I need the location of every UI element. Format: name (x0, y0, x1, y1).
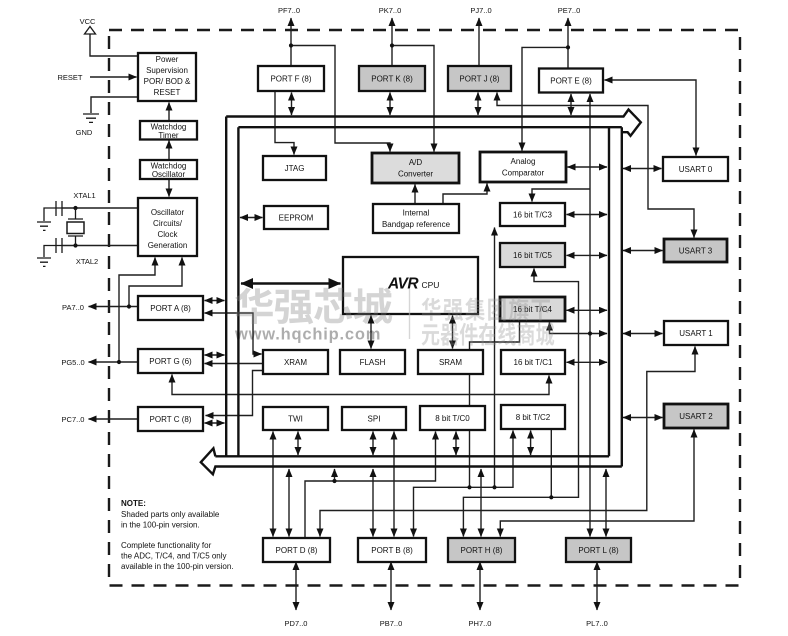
svg-text:16 bit T/C5: 16 bit T/C5 (513, 251, 553, 260)
svg-text:Comparator: Comparator (502, 169, 545, 178)
svg-text:XTAL1: XTAL1 (73, 191, 95, 200)
svg-text:Bandgap reference: Bandgap reference (382, 220, 451, 229)
svg-text:PORT E (8): PORT E (8) (550, 77, 592, 86)
svg-text:PE7..0: PE7..0 (558, 6, 581, 15)
svg-text:USART 0: USART 0 (679, 165, 713, 174)
svg-text:PORT F (8): PORT F (8) (270, 75, 311, 84)
svg-text:the ADC, T/C4, and T/C5 only: the ADC, T/C4, and T/C5 only (121, 552, 227, 561)
svg-text:USART 2: USART 2 (679, 412, 713, 421)
svg-text:PORT K (8): PORT K (8) (371, 75, 413, 84)
svg-text:EEPROM: EEPROM (279, 214, 314, 223)
svg-text:Watchdog: Watchdog (151, 123, 187, 132)
svg-text:16 bit T/C3: 16 bit T/C3 (513, 211, 553, 220)
svg-text:PF7..0: PF7..0 (278, 6, 300, 15)
svg-text:Power: Power (156, 55, 179, 64)
svg-text:PORT L (8): PORT L (8) (578, 546, 619, 555)
svg-text:RESET: RESET (57, 73, 82, 82)
svg-text:PJ7..0: PJ7..0 (470, 6, 491, 15)
svg-text:FLASH: FLASH (360, 358, 386, 367)
svg-text:Analog: Analog (511, 157, 536, 166)
svg-text:PG5..0: PG5..0 (61, 358, 84, 367)
svg-text:PORT D (8): PORT D (8) (276, 546, 318, 555)
svg-text:USART 3: USART 3 (679, 247, 713, 256)
svg-text:Complete functionality for: Complete functionality for (121, 541, 212, 550)
svg-text:RESET: RESET (154, 88, 181, 97)
svg-text:NOTE:: NOTE: (121, 499, 146, 508)
svg-text:Converter: Converter (398, 170, 433, 179)
svg-text:Clock: Clock (157, 230, 178, 239)
svg-text:Oscillator: Oscillator (152, 170, 186, 179)
svg-text:Timer: Timer (158, 131, 178, 140)
svg-text:PH7..0: PH7..0 (469, 619, 492, 628)
svg-text:AVR: AVR (387, 276, 419, 293)
svg-text:Internal: Internal (403, 209, 430, 218)
svg-text:TWI: TWI (288, 415, 303, 424)
svg-text:SRAM: SRAM (439, 358, 462, 367)
svg-text:PC7..0: PC7..0 (62, 415, 85, 424)
svg-text:A/D: A/D (409, 158, 423, 167)
svg-text:JTAG: JTAG (285, 164, 305, 173)
svg-text:CPU: CPU (422, 280, 440, 290)
svg-text:Oscillator: Oscillator (151, 208, 185, 217)
svg-text:PD7..0: PD7..0 (285, 619, 308, 628)
svg-text:USART 1: USART 1 (679, 329, 713, 338)
svg-text:PORT H (8): PORT H (8) (461, 546, 503, 555)
svg-text:VCC: VCC (80, 17, 96, 26)
svg-text:8 bit T/C0: 8 bit T/C0 (435, 414, 470, 423)
svg-text:Shaded parts only available: Shaded parts only available (121, 510, 220, 519)
svg-text:PK7..0: PK7..0 (379, 6, 402, 15)
svg-text:8 bit T/C2: 8 bit T/C2 (516, 413, 551, 422)
svg-text:GND: GND (76, 128, 93, 137)
svg-text:SPI: SPI (368, 415, 381, 424)
svg-text:XTAL2: XTAL2 (76, 257, 98, 266)
svg-text:in the 100-pin version.: in the 100-pin version. (121, 521, 200, 530)
svg-text:16 bit T/C4: 16 bit T/C4 (513, 305, 553, 314)
svg-text:PORT J (8): PORT J (8) (459, 75, 499, 84)
svg-text:available in the 100-pin versi: available in the 100-pin version. (121, 562, 234, 571)
svg-text:PORT G (6): PORT G (6) (149, 357, 192, 366)
svg-text:PORT B (8): PORT B (8) (371, 546, 413, 555)
svg-text:16 bit T/C1: 16 bit T/C1 (514, 358, 554, 367)
svg-text:PA7..0: PA7..0 (62, 303, 84, 312)
svg-text:PORT C (8): PORT C (8) (150, 415, 192, 424)
svg-text:PB7..0: PB7..0 (380, 619, 403, 628)
svg-text:PL7..0: PL7..0 (586, 619, 608, 628)
svg-text:PORT A (8): PORT A (8) (150, 304, 191, 313)
svg-text:XRAM: XRAM (284, 358, 307, 367)
svg-text:POR/ BOD &: POR/ BOD & (144, 77, 191, 86)
svg-text:Circuits/: Circuits/ (153, 219, 183, 228)
svg-text:Supervision: Supervision (146, 66, 188, 75)
svg-text:Generation: Generation (148, 241, 188, 250)
svg-text:Watchdog: Watchdog (151, 162, 187, 171)
